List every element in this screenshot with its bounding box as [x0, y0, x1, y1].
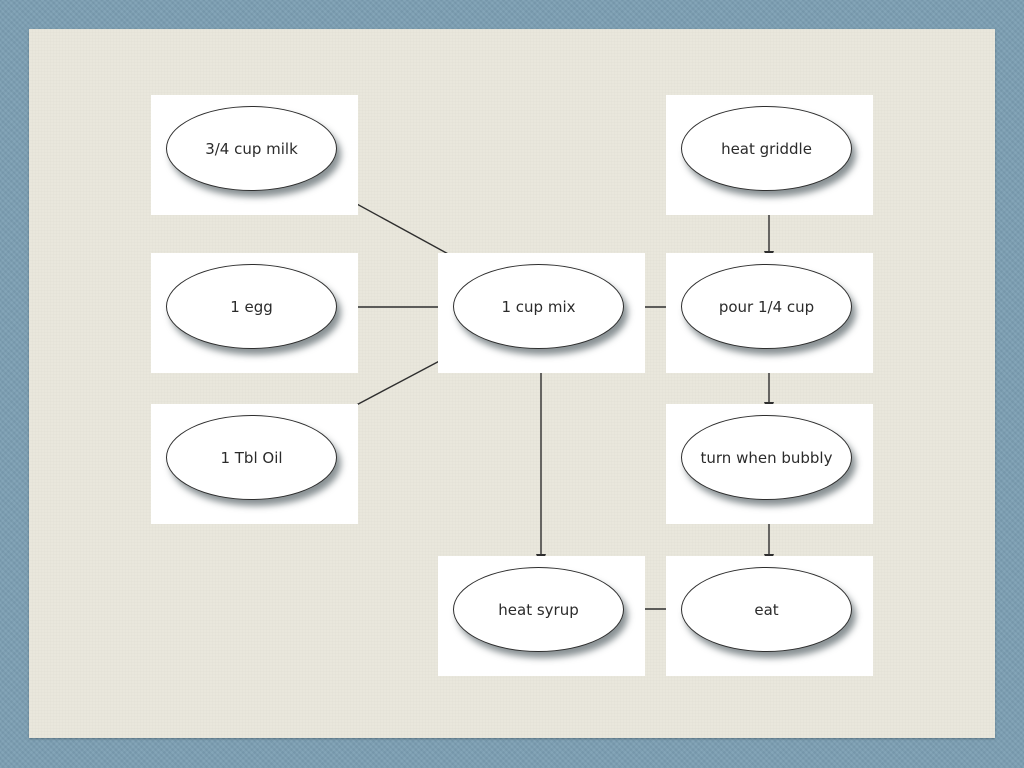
node-eat[interactable]: eat [681, 567, 852, 652]
node-heat-griddle[interactable]: heat griddle [681, 106, 852, 191]
node-milk[interactable]: 3/4 cup milk [166, 106, 337, 191]
node-turn[interactable]: turn when bubbly [681, 415, 852, 500]
node-card-heat-syrup: heat syrup [438, 556, 645, 676]
node-card-egg: 1 egg [151, 253, 358, 373]
node-egg[interactable]: 1 egg [166, 264, 337, 349]
node-card-eat: eat [666, 556, 873, 676]
node-pour[interactable]: pour 1/4 cup [681, 264, 852, 349]
node-card-heat-griddle: heat griddle [666, 95, 873, 215]
node-heat-syrup[interactable]: heat syrup [453, 567, 624, 652]
node-card-pour: pour 1/4 cup [666, 253, 873, 373]
node-card-mix: 1 cup mix [438, 253, 645, 373]
node-card-turn: turn when bubbly [666, 404, 873, 524]
node-card-oil: 1 Tbl Oil [151, 404, 358, 524]
node-mix[interactable]: 1 cup mix [453, 264, 624, 349]
node-card-milk: 3/4 cup milk [151, 95, 358, 215]
node-oil[interactable]: 1 Tbl Oil [166, 415, 337, 500]
